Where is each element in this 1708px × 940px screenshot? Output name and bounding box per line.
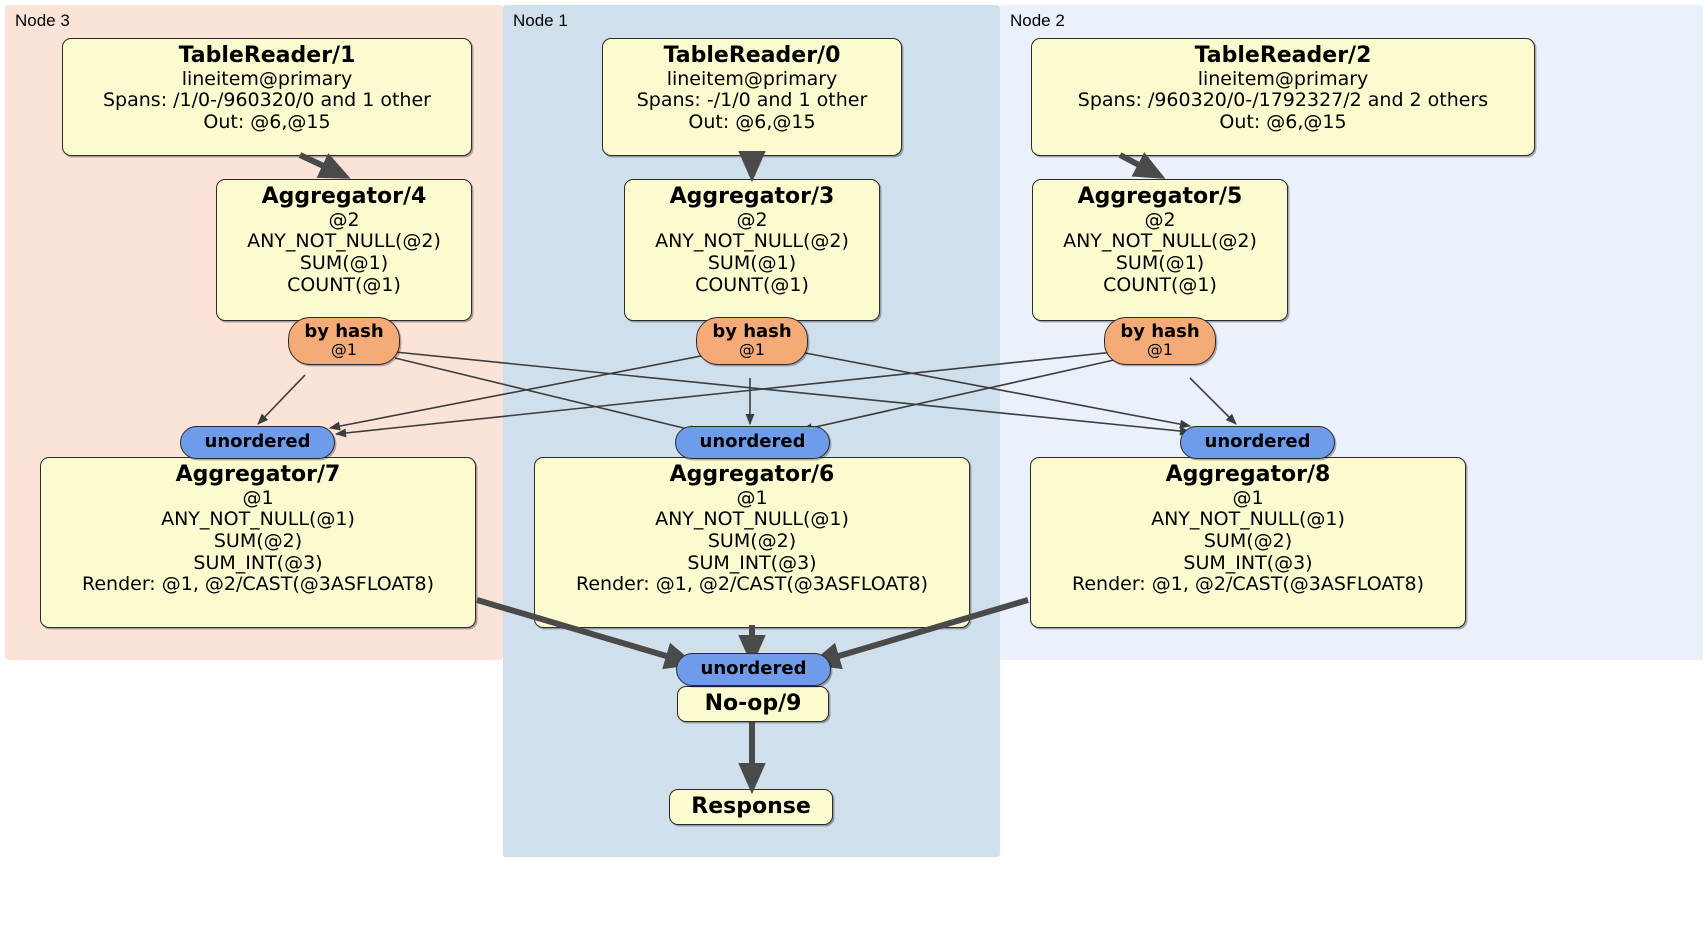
processor-detail: ANY_NOT_NULL(@1) xyxy=(161,508,355,531)
router-by-hash-center[interactable]: by hash @1 xyxy=(696,317,808,365)
processor-aggregator-5[interactable]: Aggregator/5 @2 ANY_NOT_NULL(@2) SUM(@1)… xyxy=(1032,179,1288,321)
processor-detail: @1 xyxy=(242,486,274,509)
processor-detail: @2 xyxy=(1144,208,1176,231)
router-label: by hash xyxy=(1120,321,1200,343)
router-column: @1 xyxy=(330,340,358,360)
processor-noop-9[interactable]: No-op/9 xyxy=(677,686,829,722)
processor-detail: ANY_NOT_NULL(@1) xyxy=(655,508,849,531)
processor-title: Response xyxy=(691,793,811,819)
processor-detail: Spans: /960320/0-/1792327/2 and 2 others xyxy=(1077,89,1489,112)
processor-detail: COUNT(@1) xyxy=(1103,273,1217,296)
processor-detail: lineitem@primary xyxy=(666,67,838,90)
processor-detail: COUNT(@1) xyxy=(287,273,401,296)
router-by-hash-left[interactable]: by hash @1 xyxy=(288,317,400,365)
router-label: by hash xyxy=(304,321,384,343)
processor-detail: ANY_NOT_NULL(@1) xyxy=(1151,508,1345,531)
processor-detail: Out: @6,@15 xyxy=(1219,110,1347,133)
processor-title: Aggregator/4 xyxy=(261,184,427,209)
node-region-label-node3: Node 3 xyxy=(15,11,70,30)
processor-detail: ANY_NOT_NULL(@2) xyxy=(655,230,849,253)
processor-aggregator-6[interactable]: Aggregator/6 @1 ANY_NOT_NULL(@1) SUM(@2)… xyxy=(534,457,970,628)
processor-title: Aggregator/3 xyxy=(669,184,835,209)
processor-detail: SUM(@2) xyxy=(1203,529,1293,552)
processor-detail: SUM(@1) xyxy=(707,251,797,274)
processor-title: No-op/9 xyxy=(704,690,802,716)
processor-title: Aggregator/8 xyxy=(1165,462,1331,487)
processor-detail: SUM(@2) xyxy=(213,529,303,552)
processor-detail: Render: @1, @2/CAST(@3ASFLOAT8) xyxy=(1072,573,1424,596)
router-column: @1 xyxy=(738,340,766,360)
router-label: unordered xyxy=(1204,431,1311,453)
processor-title: TableReader/1 xyxy=(178,43,356,68)
processor-detail: Spans: -/1/0 and 1 other xyxy=(636,89,868,112)
router-unordered-final[interactable]: unordered xyxy=(676,653,831,686)
router-unordered-left[interactable]: unordered xyxy=(180,426,335,459)
processor-detail: lineitem@primary xyxy=(1197,67,1369,90)
processor-detail: ANY_NOT_NULL(@2) xyxy=(1063,230,1257,253)
processor-detail: @2 xyxy=(736,208,768,231)
processor-detail: SUM_INT(@3) xyxy=(1183,551,1313,574)
processor-response[interactable]: Response xyxy=(669,789,833,825)
processor-table-reader-2[interactable]: TableReader/2 lineitem@primary Spans: /9… xyxy=(1031,38,1535,156)
processor-title: Aggregator/6 xyxy=(669,462,835,487)
processor-detail: Out: @6,@15 xyxy=(203,110,331,133)
processor-detail: Render: @1, @2/CAST(@3ASFLOAT8) xyxy=(576,573,928,596)
processor-title: Aggregator/7 xyxy=(175,462,341,487)
processor-detail: COUNT(@1) xyxy=(695,273,809,296)
processor-detail: @2 xyxy=(328,208,360,231)
node-region-label-node2: Node 2 xyxy=(1010,11,1065,30)
router-unordered-right[interactable]: unordered xyxy=(1180,426,1335,459)
processor-aggregator-7[interactable]: Aggregator/7 @1 ANY_NOT_NULL(@1) SUM(@2)… xyxy=(40,457,476,628)
processor-aggregator-3[interactable]: Aggregator/3 @2 ANY_NOT_NULL(@2) SUM(@1)… xyxy=(624,179,880,321)
processor-detail: Render: @1, @2/CAST(@3ASFLOAT8) xyxy=(82,573,434,596)
router-label: unordered xyxy=(699,431,806,453)
router-column: @1 xyxy=(1146,340,1174,360)
processor-title: TableReader/2 xyxy=(1194,43,1372,68)
processor-aggregator-8[interactable]: Aggregator/8 @1 ANY_NOT_NULL(@1) SUM(@2)… xyxy=(1030,457,1466,628)
processor-aggregator-4[interactable]: Aggregator/4 @2 ANY_NOT_NULL(@2) SUM(@1)… xyxy=(216,179,472,321)
processor-detail: lineitem@primary xyxy=(181,67,353,90)
router-label: unordered xyxy=(700,658,807,680)
processor-detail: SUM(@2) xyxy=(707,529,797,552)
processor-detail: SUM_INT(@3) xyxy=(193,551,323,574)
processor-detail: SUM_INT(@3) xyxy=(687,551,817,574)
processor-detail: @1 xyxy=(736,486,768,509)
node-region-label-node1: Node 1 xyxy=(513,11,568,30)
processor-detail: @1 xyxy=(1232,486,1264,509)
processor-title: Aggregator/5 xyxy=(1077,184,1243,209)
processor-detail: Spans: /1/0-/960320/0 and 1 other xyxy=(103,89,431,112)
processor-table-reader-0[interactable]: TableReader/0 lineitem@primary Spans: -/… xyxy=(602,38,902,156)
processor-title: TableReader/0 xyxy=(663,43,841,68)
processor-detail: Out: @6,@15 xyxy=(688,110,816,133)
router-unordered-center[interactable]: unordered xyxy=(675,426,830,459)
router-label: unordered xyxy=(204,431,311,453)
processor-detail: ANY_NOT_NULL(@2) xyxy=(247,230,441,253)
processor-detail: SUM(@1) xyxy=(1115,251,1205,274)
router-by-hash-right[interactable]: by hash @1 xyxy=(1104,317,1216,365)
router-label: by hash xyxy=(712,321,792,343)
processor-table-reader-1[interactable]: TableReader/1 lineitem@primary Spans: /1… xyxy=(62,38,472,156)
processor-detail: SUM(@1) xyxy=(299,251,389,274)
